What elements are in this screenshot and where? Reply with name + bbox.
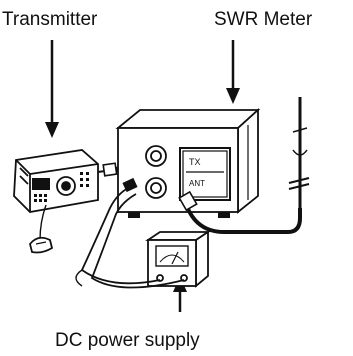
swr-meter-arrow <box>226 40 240 104</box>
transmitter-arrow <box>45 40 59 138</box>
antenna <box>288 97 310 208</box>
ant-marking: ANT <box>189 179 205 188</box>
transmitter-label: Transmitter <box>2 9 98 30</box>
tx-marking: TX <box>189 157 201 167</box>
dc-power-supply-label: DC power supply <box>55 330 200 351</box>
dc-power-cables <box>75 177 185 289</box>
swr-meter-label: SWR Meter <box>214 9 313 30</box>
dc-power-supply-device <box>145 230 211 288</box>
microphone <box>29 204 54 254</box>
swr-meter-device: TX ANT <box>115 107 261 218</box>
swr-to-antenna-cable <box>178 190 302 234</box>
transmitter-device <box>13 149 113 213</box>
